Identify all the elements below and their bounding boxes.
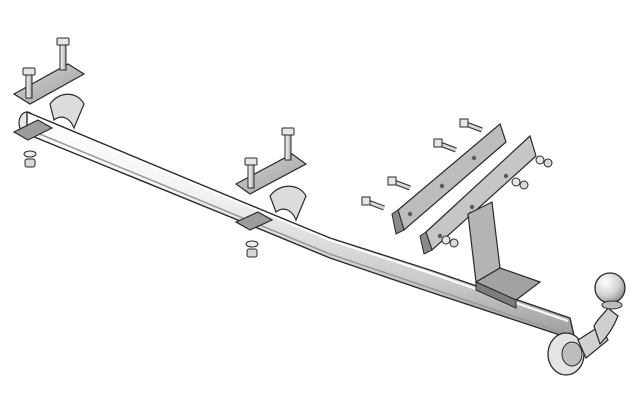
center-mounting-bracket xyxy=(234,127,308,258)
nut-icon xyxy=(23,150,37,168)
mounting-bolts xyxy=(361,118,483,211)
bolt-icon xyxy=(361,196,385,211)
bolt-icon xyxy=(56,37,70,71)
left-mounting-bracket xyxy=(12,37,86,168)
bolt-icon xyxy=(387,176,411,191)
nut-icon xyxy=(441,235,459,248)
center-support-bracket xyxy=(467,201,542,309)
bolt-icon xyxy=(281,127,295,161)
bolt-icon xyxy=(22,67,36,99)
tow-ball xyxy=(593,272,626,346)
nut-icon xyxy=(511,177,529,190)
side-mounting-plates xyxy=(391,122,537,255)
nut-icon xyxy=(245,240,259,258)
bolt-icon xyxy=(433,138,457,153)
nut-icon xyxy=(535,155,553,168)
bolt-icon xyxy=(244,157,258,189)
bolt-icon xyxy=(459,118,483,133)
